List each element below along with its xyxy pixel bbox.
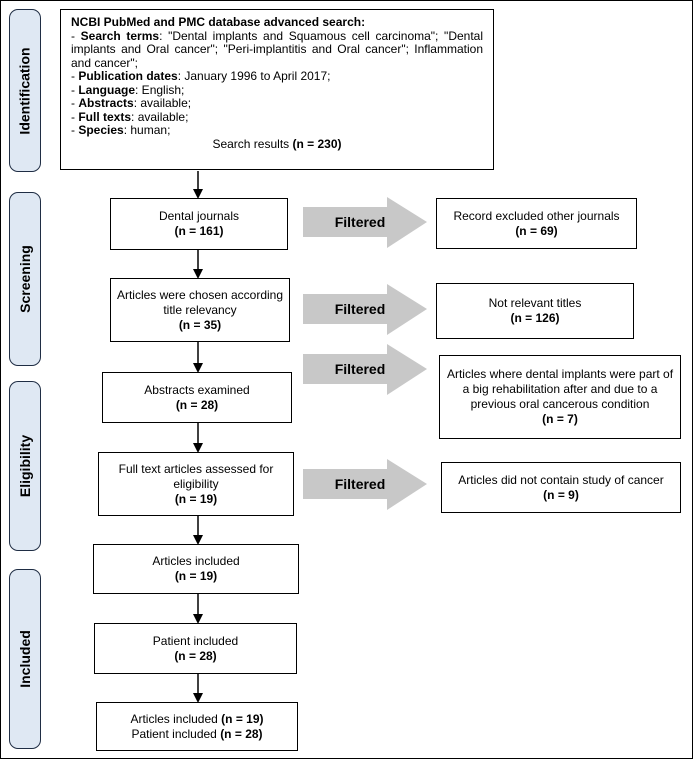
final-patients: Patient included (n = 28) bbox=[131, 726, 263, 741]
search-abstracts: - Abstracts: available; bbox=[71, 96, 192, 110]
stage-eligibility: Eligibility bbox=[9, 381, 41, 551]
search-species: - Species: human; bbox=[71, 123, 171, 137]
excluded-other-journals: Record excluded other journals(n = 69) bbox=[436, 198, 637, 249]
filtered-label-2: Filtered bbox=[334, 301, 386, 317]
filtered-label-4: Filtered bbox=[334, 476, 386, 492]
search-language: - Language: English; bbox=[71, 82, 185, 97]
filter-arrow-1 bbox=[303, 197, 427, 248]
excluded-rehabilitation: Articles where dental implants were part… bbox=[439, 355, 681, 439]
step-articles-included: Articles included(n = 19) bbox=[93, 544, 299, 594]
step-full-text-assessed: Full text articles assessed for eligibil… bbox=[98, 452, 294, 516]
search-terms: - Search terms: "Dental implants and Squ… bbox=[71, 28, 484, 70]
filter-arrow-4 bbox=[303, 459, 427, 510]
step-patient-included: Patient included(n = 28) bbox=[94, 623, 297, 674]
filter-arrow-2 bbox=[303, 284, 427, 335]
filtered-label-1: Filtered bbox=[334, 214, 386, 230]
search-criteria-box: NCBI PubMed and PMC database advanced se… bbox=[60, 9, 494, 170]
stage-identification: Identification bbox=[9, 9, 41, 172]
stage-included: Included bbox=[9, 569, 41, 749]
step-dental-journals: Dental journals(n = 161) bbox=[110, 198, 288, 250]
excluded-no-cancer-study: Articles did not contain study of cancer… bbox=[441, 462, 681, 513]
search-heading: NCBI PubMed and PMC database advanced se… bbox=[71, 15, 366, 29]
final-included-box: Articles included (n = 19) Patient inclu… bbox=[96, 702, 298, 751]
stage-screening: Screening bbox=[9, 192, 41, 366]
filter-arrow-3 bbox=[303, 344, 427, 395]
excluded-not-relevant-titles: Not relevant titles(n = 126) bbox=[436, 283, 634, 339]
search-results: Search results (n = 230) bbox=[212, 136, 342, 151]
step-abstracts-examined: Abstracts examined(n = 28) bbox=[102, 372, 292, 423]
search-fulltexts: - Full texts: available; bbox=[71, 109, 189, 124]
step-title-relevancy: Articles were chosen according title rel… bbox=[110, 278, 290, 342]
filtered-label-3: Filtered bbox=[334, 361, 386, 377]
search-dates: - Publication dates: January 1996 to Apr… bbox=[71, 69, 331, 83]
final-articles: Articles included (n = 19) bbox=[130, 711, 264, 726]
